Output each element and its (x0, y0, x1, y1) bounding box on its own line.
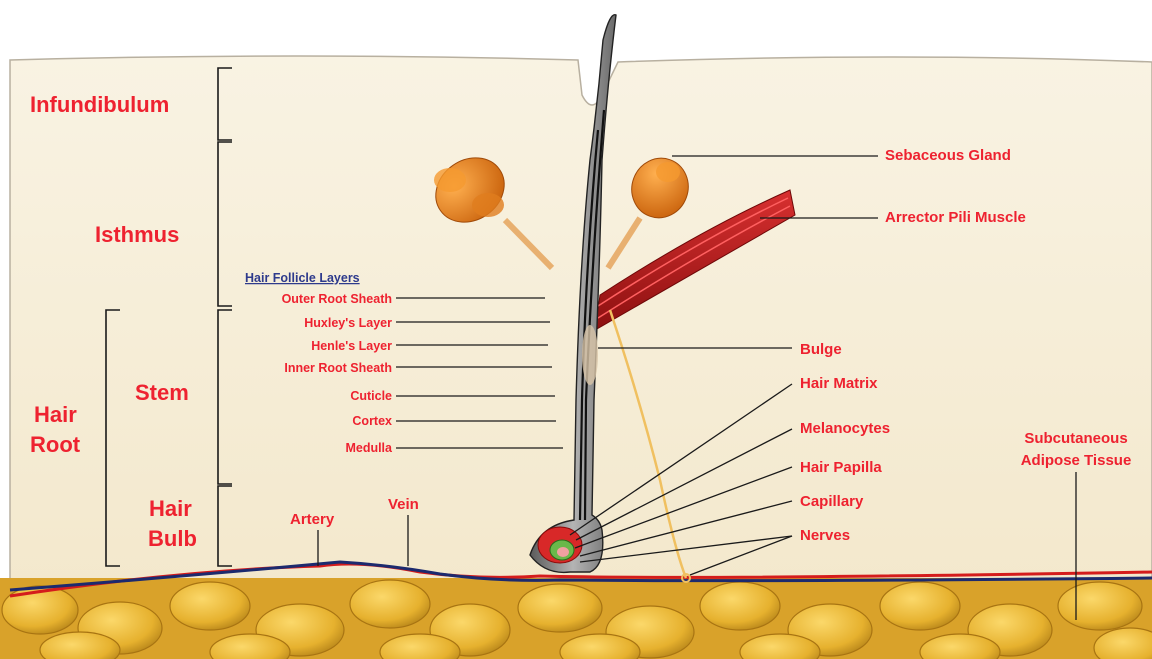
label-melanocytes: Melanocytes (800, 420, 890, 437)
label-stem: Stem (135, 380, 189, 405)
layer-medulla: Medulla (345, 441, 393, 455)
layer-inner-root-sheath: Inner Root Sheath (284, 361, 392, 375)
label-sebaceous-gland: Sebaceous Gland (885, 147, 1011, 164)
label-hair-matrix: Hair Matrix (800, 375, 878, 392)
layer-henles: Henle's Layer (311, 339, 392, 353)
label-isthmus: Isthmus (95, 222, 179, 247)
label-subcutaneous-2: Adipose Tissue (1021, 452, 1132, 469)
label-hair-bulb-2: Bulb (148, 526, 197, 551)
label-subcutaneous-1: Subcutaneous (1024, 430, 1127, 447)
label-nerves: Nerves (800, 527, 850, 544)
label-infundibulum: Infundibulum (30, 92, 169, 117)
layers-heading: Hair Follicle Layers (245, 271, 360, 285)
label-arrector-pili: Arrector Pili Muscle (885, 209, 1026, 226)
label-vein: Vein (388, 496, 419, 513)
label-hair-papilla: Hair Papilla (800, 459, 882, 476)
label-hair-root-1: Hair (34, 402, 77, 427)
adipose-layer (0, 578, 1152, 659)
layer-huxleys: Huxley's Layer (304, 316, 392, 330)
label-capillary: Capillary (800, 493, 864, 510)
label-bulge: Bulge (800, 341, 842, 358)
layer-cuticle: Cuticle (350, 389, 392, 403)
layer-outer-root-sheath: Outer Root Sheath (282, 292, 392, 306)
label-artery: Artery (290, 511, 335, 528)
layer-cortex: Cortex (352, 414, 392, 428)
label-hair-root-2: Root (30, 432, 81, 457)
label-hair-bulb-1: Hair (149, 496, 192, 521)
